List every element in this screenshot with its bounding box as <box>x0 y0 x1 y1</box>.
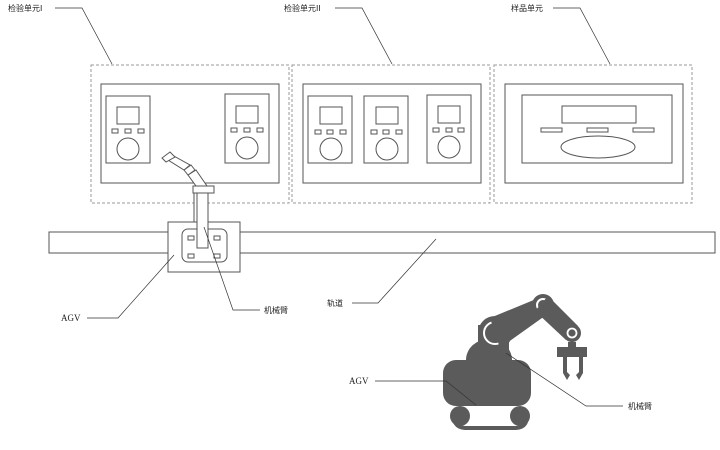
leader-sample-unit <box>553 7 611 65</box>
robot-arm-icon <box>443 294 587 430</box>
inspection-device <box>307 95 353 164</box>
leader-inspection-unit-2 <box>335 7 393 65</box>
leader-track <box>352 238 437 304</box>
label-agv-top: AGV <box>61 313 81 323</box>
inspection-unit-1-boundary <box>90 64 290 204</box>
inspection-device <box>426 94 472 164</box>
rail-agv <box>167 192 241 273</box>
sample-unit-cabinet <box>504 83 684 184</box>
inspection-unit-1-cabinet <box>100 83 280 184</box>
label-track: 轨道 <box>327 298 343 308</box>
label-agv-icon: AGV <box>349 376 369 386</box>
leader-inspection-unit-1 <box>55 7 113 65</box>
inspection-device <box>363 95 409 164</box>
inspection-device <box>105 95 151 164</box>
leader-agv-icon <box>375 380 477 406</box>
leader-arm-top <box>203 226 260 311</box>
label-inspection-unit-2: 检验单元II <box>284 3 321 13</box>
label-arm-top: 机械臂 <box>264 305 288 315</box>
track <box>48 231 716 254</box>
label-inspection-unit-1: 检验单元I <box>8 3 42 13</box>
sample-tray <box>560 135 636 159</box>
sample-unit-boundary <box>493 64 693 204</box>
inspection-device <box>224 93 270 164</box>
leader-agv-top <box>87 254 175 319</box>
sample-display <box>561 105 637 124</box>
inspection-unit-2-cabinet <box>302 83 482 184</box>
label-sample-unit: 样品单元 <box>511 3 543 13</box>
inspection-unit-2-boundary <box>291 64 491 204</box>
label-arm-icon: 机械臂 <box>628 401 652 411</box>
leader-arm-icon <box>505 352 623 407</box>
